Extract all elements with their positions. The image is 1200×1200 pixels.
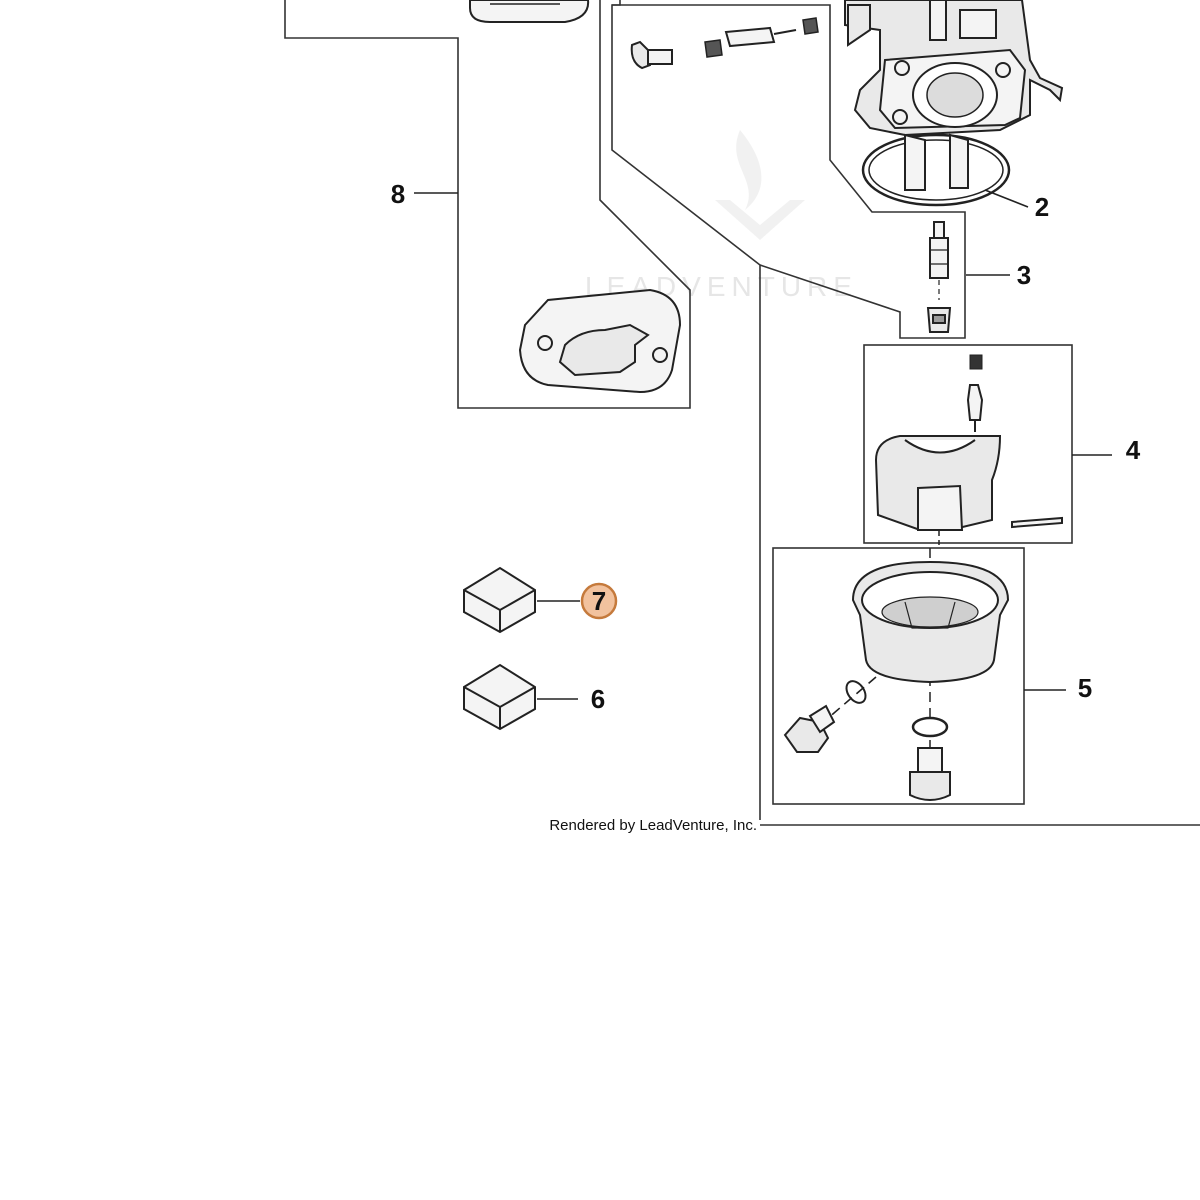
callout-7[interactable]: 7 (592, 586, 606, 616)
callout-2[interactable]: 2 (1035, 192, 1049, 222)
frame-group-8 (284, 0, 691, 409)
callout-3[interactable]: 3 (1017, 260, 1031, 290)
gasket-part-8 (518, 288, 682, 394)
carburetor-body-part-2 (844, 0, 1064, 207)
callout-4[interactable]: 4 (1126, 435, 1141, 465)
callout-6[interactable]: 6 (591, 684, 605, 714)
callout-7-highlight[interactable]: 7 (580, 582, 618, 620)
frame-carburetor-inner (611, 0, 761, 820)
frame-group-2-3 (612, 4, 966, 339)
leadventure-logo-icon (715, 130, 805, 240)
top-gasket (469, 0, 590, 23)
nozzle-part-3 (926, 221, 952, 333)
callout-8[interactable]: 8 (391, 179, 405, 209)
assembly-frames (284, 0, 1200, 826)
frame-group-4 (863, 344, 1073, 544)
float-bowl-part-5 (783, 548, 1010, 801)
callout-5[interactable]: 5 (1078, 673, 1092, 703)
kit-part-6[interactable] (463, 663, 536, 731)
frame-group-5 (772, 547, 1025, 805)
watermark: LEADVENTURE (585, 130, 852, 302)
leader-2 (984, 189, 1029, 208)
credit-text: Rendered by LeadVenture, Inc. (549, 817, 757, 834)
idle-screw-assembly (630, 17, 819, 70)
kit-part-7[interactable] (463, 566, 536, 634)
highlight-circle-icon[interactable] (580, 582, 618, 620)
float-part-4 (874, 354, 1063, 545)
